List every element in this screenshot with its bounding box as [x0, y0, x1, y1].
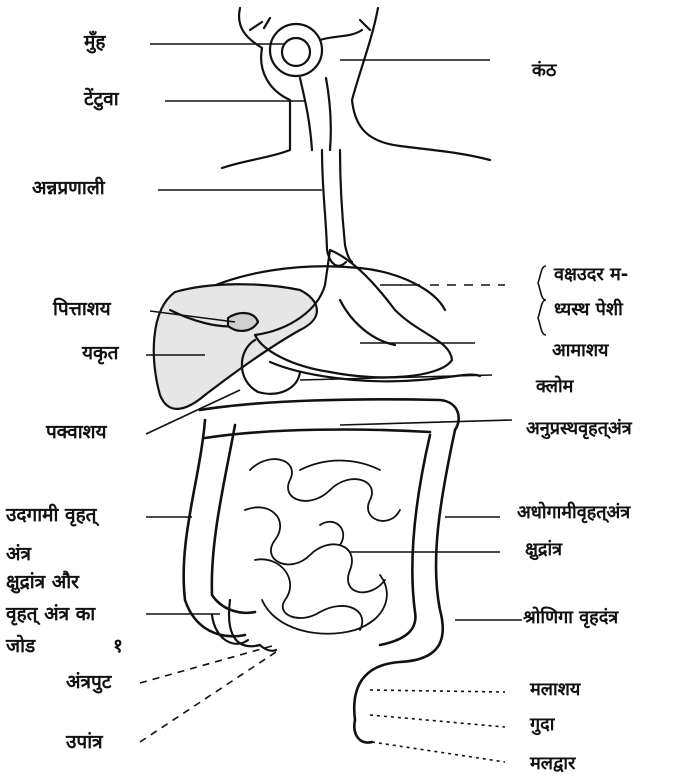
- label-diaphragm-2: ध्यस्थ पेशी: [554, 301, 623, 319]
- label-anal-canal: गुदा: [530, 716, 554, 734]
- label-appendix: उपांत्र: [66, 733, 103, 752]
- leader-lines: [140, 44, 522, 762]
- label-gallbladder: पित्ताशय: [53, 300, 111, 319]
- large-intestine-drawing: [184, 399, 459, 742]
- liver-drawing: [154, 284, 317, 409]
- label-pancreas: क्लोम: [536, 378, 573, 396]
- label-anus: मलद्वार: [530, 755, 575, 773]
- esophagus-drawing: [322, 150, 352, 266]
- label-rectum: मलाशय: [530, 681, 580, 699]
- label-junction-3: जोड: [6, 637, 35, 656]
- small-intestine-drawing: [245, 459, 400, 634]
- label-throat: कंठ: [532, 62, 556, 80]
- label-small-intestine: क्षुद्रांत्र: [525, 541, 562, 559]
- label-epiglottis: टेंटुवा: [84, 90, 119, 109]
- label-esophagus: अन्नप्रणाली: [32, 179, 105, 198]
- label-diaphragm-1: वक्षउदर म-: [554, 266, 628, 284]
- label-duodenum: पक्वाशय: [46, 423, 107, 442]
- label-ascending-colon-1: उदगामी वृहत्: [6, 506, 97, 525]
- brace-mark: [538, 266, 546, 335]
- label-mouth: मुँह: [84, 33, 105, 52]
- label-junction-1: क्षुद्रांत्र और: [6, 573, 79, 592]
- label-descending-colon: अधोगामीवृहत्अंत्र: [517, 504, 630, 522]
- label-sigmoid-colon: श्रोणिगा वृहदंत्र: [523, 609, 618, 627]
- label-junction-number: १: [113, 637, 123, 656]
- label-ascending-colon-2: अंत्र: [6, 545, 31, 564]
- head-neck-drawing: [222, 8, 490, 168]
- label-liver: यकृत: [82, 344, 118, 363]
- label-stomach: आमाशय: [552, 342, 609, 360]
- label-transverse-colon: अनुप्रस्थवृहत्अंत्र: [526, 420, 632, 438]
- label-junction-2: वृहत् अंत्र का: [6, 605, 95, 624]
- label-caecum: अंत्रपुट: [66, 673, 111, 692]
